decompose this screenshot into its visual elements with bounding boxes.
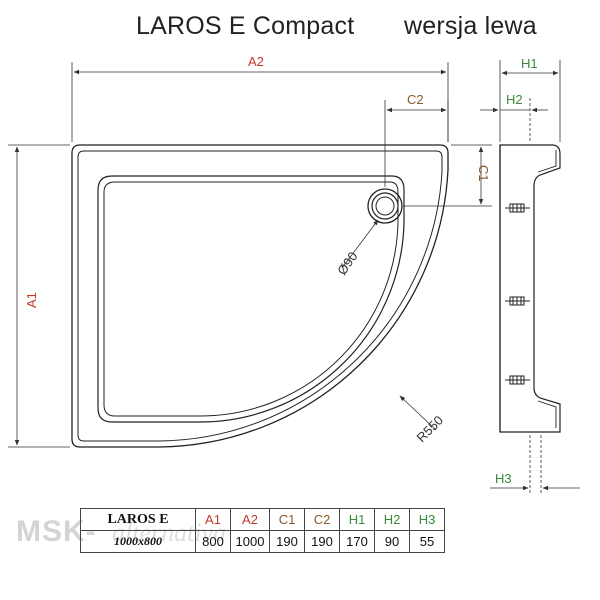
adjustable-foot-bottom — [505, 375, 530, 385]
tray-side-view — [499, 144, 561, 433]
spec-value-c2: 190 — [304, 530, 340, 553]
tray-outer-outline — [71, 144, 449, 448]
side-view-inner-edge — [537, 150, 557, 428]
drain-outer-ring — [367, 188, 403, 224]
side-view-outline — [499, 144, 561, 433]
c2-label: C2 — [407, 92, 424, 107]
spec-header-c2: C2 — [304, 508, 340, 531]
spec-model-cell: LAROS E — [80, 508, 196, 531]
tray-basin-outline — [97, 175, 405, 423]
drain — [367, 188, 403, 224]
drain-middle-ring — [371, 192, 399, 220]
spec-value-a1: 800 — [195, 530, 231, 553]
drain-diameter-leader — [341, 219, 379, 269]
spec-value-c1: 190 — [269, 530, 305, 553]
dimension-lines — [8, 62, 492, 448]
a2-label: A2 — [248, 54, 264, 69]
h1-label: H1 — [521, 56, 538, 71]
spec-header-h2: H2 — [374, 508, 410, 531]
spec-table-value-row: 1000x800 800 1000 190 190 170 90 55 — [80, 530, 445, 553]
tray-basin-inner — [103, 181, 399, 417]
spec-value-h1: 170 — [339, 530, 375, 553]
spec-header-a1: A1 — [195, 508, 231, 531]
tray-top-view — [71, 144, 449, 448]
spec-header-a2: A2 — [230, 508, 270, 531]
spec-value-h3: 55 — [409, 530, 445, 553]
a1-label: A1 — [24, 292, 39, 308]
tray-rim-outline — [77, 150, 443, 442]
radius-leader — [399, 395, 437, 431]
spec-value-h2: 90 — [374, 530, 410, 553]
adjustable-foot-middle — [505, 296, 530, 306]
c1-label: C1 — [476, 165, 491, 182]
title-bar: LAROS E Compact wersja lewa — [0, 6, 600, 46]
adjustable-foot-top — [505, 203, 530, 213]
spec-table-header-row: LAROS E A1 A2 C1 C2 H1 H2 H3 — [80, 508, 445, 531]
side-dimension-lines — [480, 60, 580, 495]
spec-header-h3: H3 — [409, 508, 445, 531]
title-variant: wersja lewa — [404, 12, 537, 40]
spec-value-a2: 1000 — [230, 530, 270, 553]
spec-header-c1: C1 — [269, 508, 305, 531]
radius-label: R550 — [414, 413, 447, 446]
spec-header-h1: H1 — [339, 508, 375, 531]
spec-table: LAROS E A1 A2 C1 C2 H1 H2 H3 1000x800 80… — [80, 508, 445, 553]
spec-size-cell: 1000x800 — [80, 530, 196, 553]
title-model: LAROS E Compact — [136, 12, 355, 40]
h2-label: H2 — [506, 92, 523, 107]
h3-label: H3 — [495, 471, 512, 486]
drain-inner-ring — [375, 196, 395, 216]
drain-diameter-label: Ø90 — [334, 249, 360, 278]
